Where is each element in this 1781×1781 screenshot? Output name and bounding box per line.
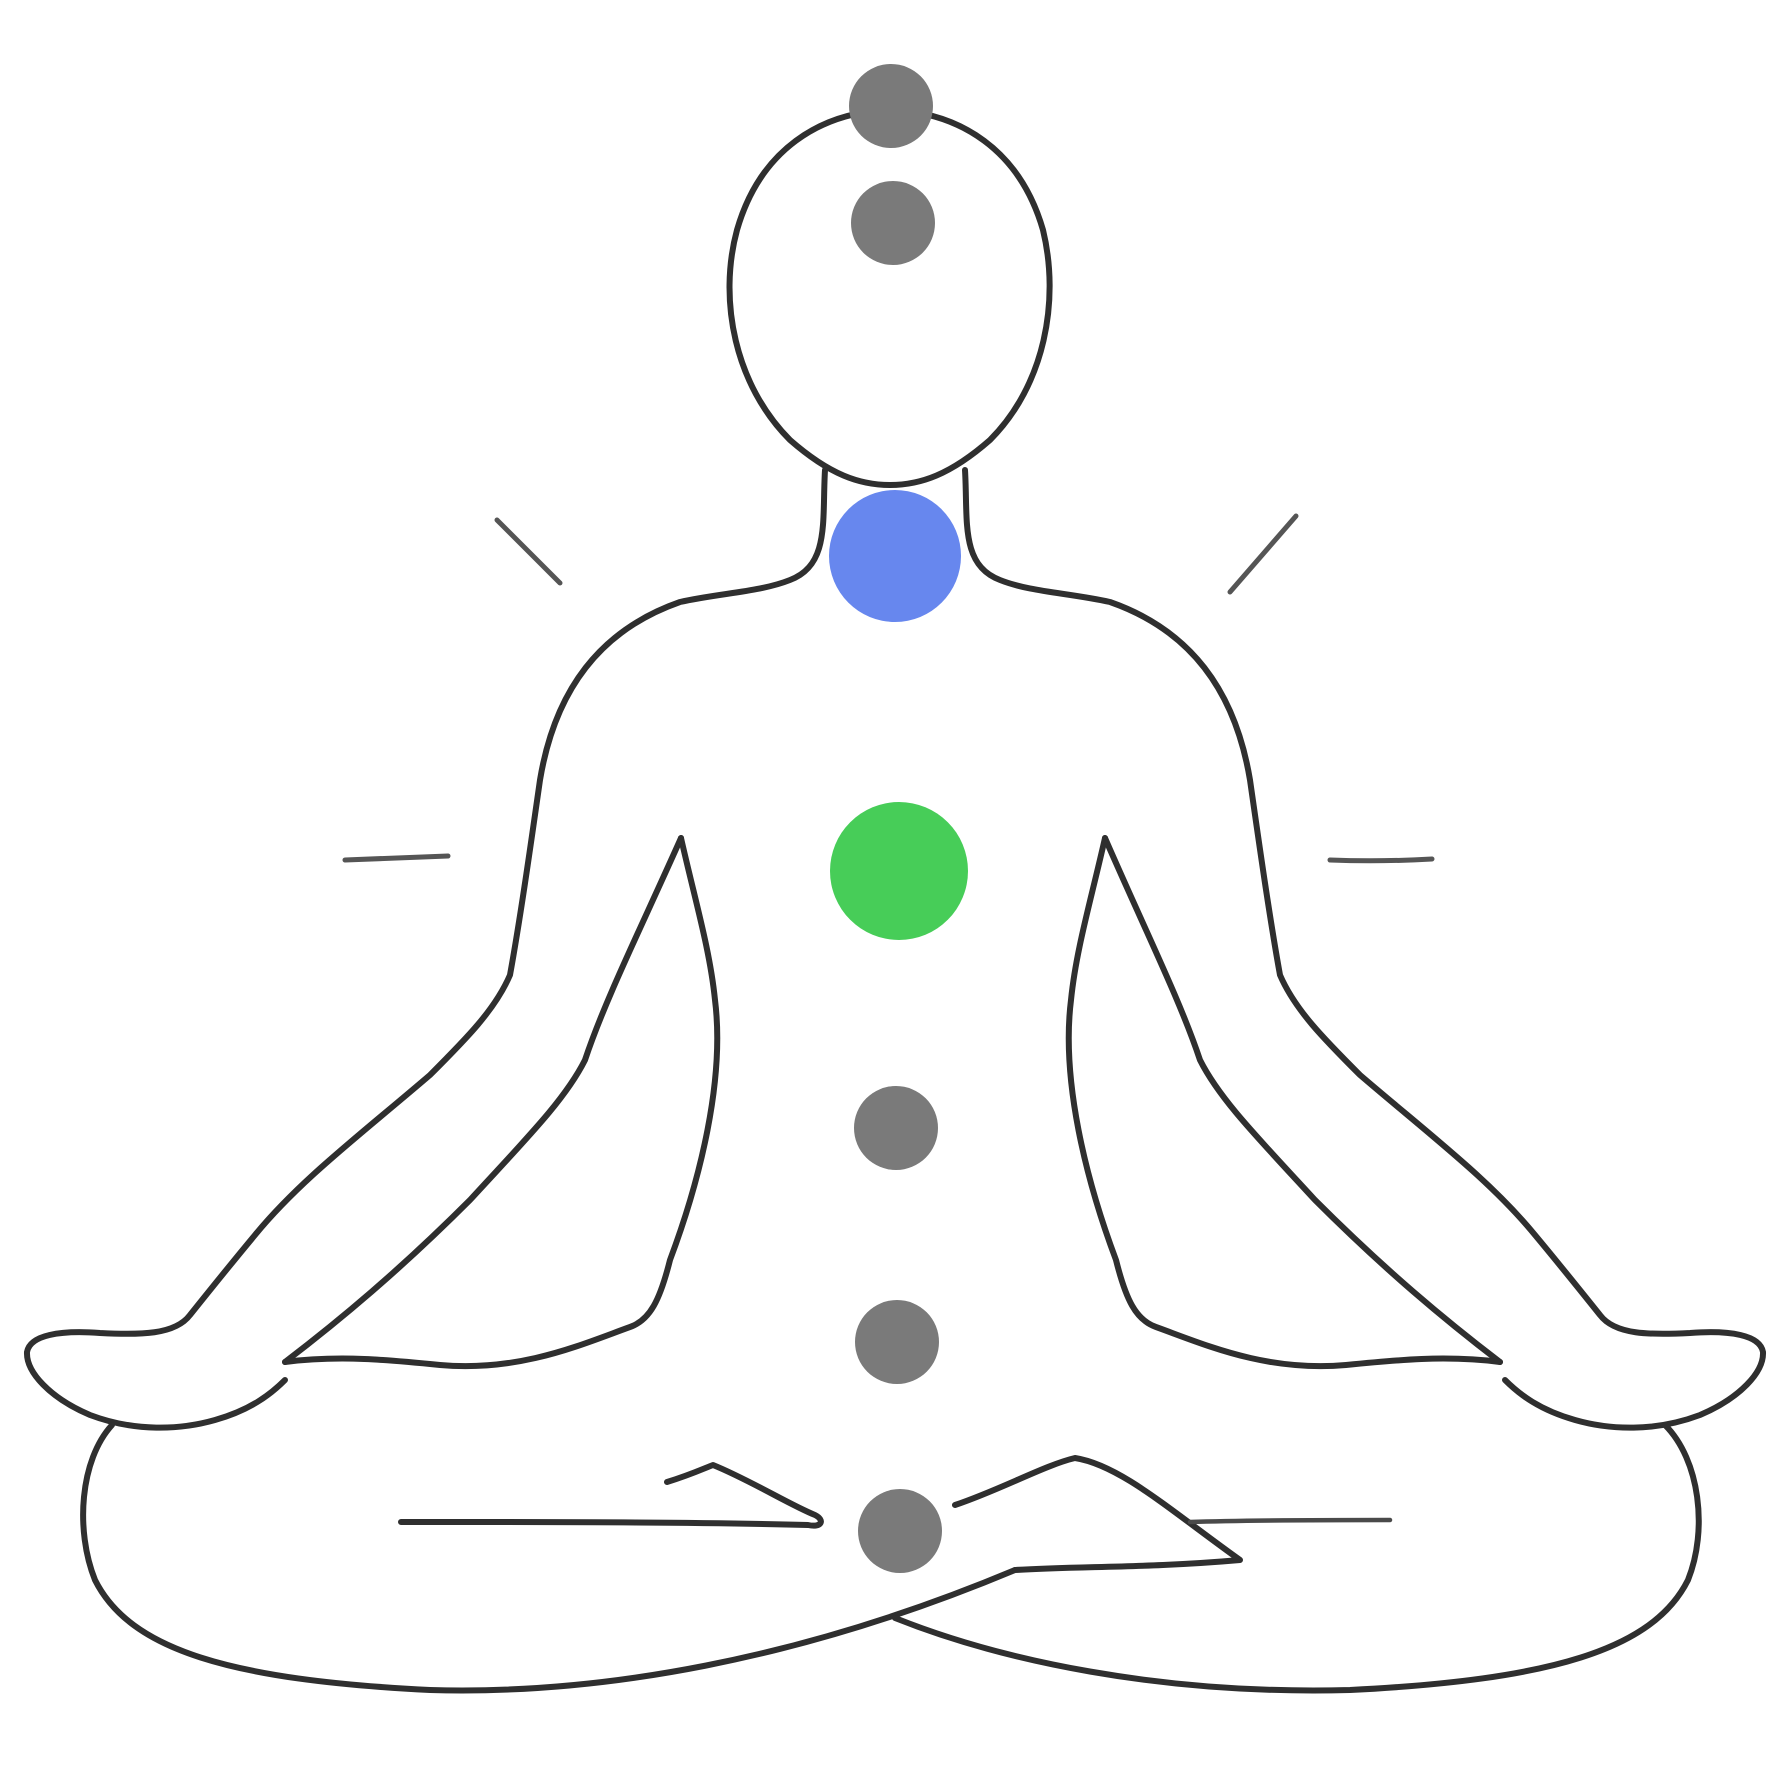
chakra-root-dot — [858, 1489, 942, 1573]
legs-outline-right — [892, 1422, 1702, 1694]
right-shin — [1187, 1517, 1393, 1525]
energy-rays — [342, 513, 1435, 864]
chakra-solar-plexus-dot — [854, 1086, 938, 1170]
body-outline-right — [962, 467, 1766, 1431]
chakra-points — [829, 64, 968, 1573]
left-torso-side — [282, 835, 721, 1370]
head-outline — [726, 107, 1053, 488]
right-foot — [952, 1455, 1243, 1573]
body-outline-left — [24, 467, 828, 1431]
ray-left — [342, 853, 451, 863]
legs-outline — [80, 1422, 1018, 1694]
ray-upper-left — [494, 517, 563, 586]
chakra-heart-dot — [830, 802, 968, 940]
chakra-third-eye-dot — [851, 181, 935, 265]
ray-right — [1327, 856, 1435, 864]
left-inner-arm — [282, 835, 684, 1365]
chakra-sacral-dot — [855, 1300, 939, 1384]
right-inner-arm — [1102, 835, 1503, 1365]
right-torso-side — [1065, 835, 1503, 1370]
left-foot — [398, 1462, 824, 1529]
ray-upper-right — [1227, 513, 1299, 595]
chakra-throat-dot — [829, 490, 961, 622]
chakra-crown-dot — [849, 64, 933, 148]
